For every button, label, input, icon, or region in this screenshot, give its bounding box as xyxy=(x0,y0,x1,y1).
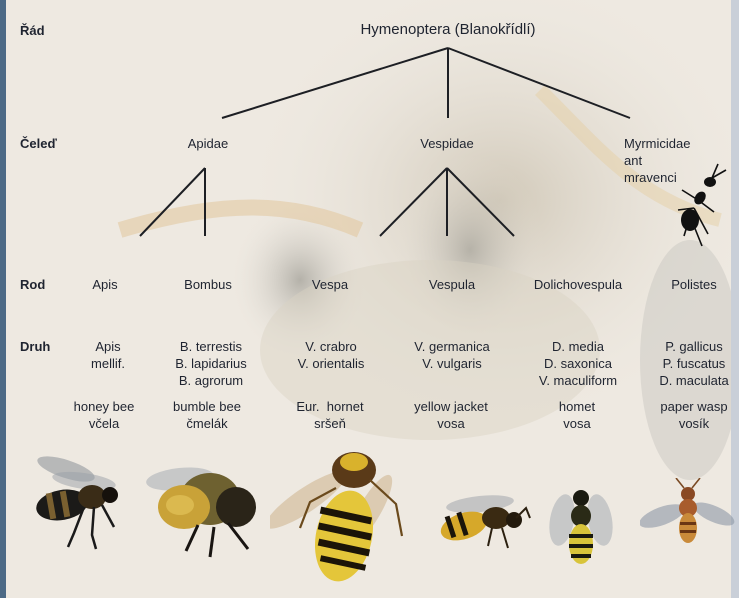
common-name-bombus: bumble bee čmelák xyxy=(173,398,241,432)
aerial-yellowjacket-icon xyxy=(548,486,614,570)
rank-family-label: Čeleď xyxy=(20,135,57,152)
species-line: D. maculata xyxy=(659,372,728,389)
common-name-english: homet xyxy=(559,398,595,415)
rank-order-label: Řád xyxy=(20,22,45,39)
paper-wasp-icon xyxy=(640,478,736,548)
family-vespidae: Vespidae xyxy=(420,135,474,152)
common-name-apis: honey bee včela xyxy=(74,398,135,432)
species-line: V. vulgaris xyxy=(422,355,482,372)
order-name: Hymenoptera (Blanokřídlí) xyxy=(360,21,535,38)
common-name-polistes: paper wasp vosík xyxy=(660,398,727,432)
genus-vespa: Vespa xyxy=(312,276,348,293)
species-line: V. germanica xyxy=(414,338,489,355)
family-myrmicidae-english: ant xyxy=(624,152,642,169)
species-polistes: P. gallicus P. fuscatus D. maculata xyxy=(659,338,728,389)
genus-dolichovespula: Dolichovespula xyxy=(534,276,622,293)
common-name-czech: čmelák xyxy=(186,415,227,432)
genus-apis: Apis xyxy=(92,276,117,293)
species-line: V. orientalis xyxy=(298,355,365,372)
common-name-vespula: yellow jacket vosa xyxy=(414,398,488,432)
species-vespula: V. germanica V. vulgaris xyxy=(414,338,489,372)
species-bombus: B. terrestis B. lapidarius B. agrorum xyxy=(175,338,247,389)
genus-bombus: Bombus xyxy=(184,276,232,293)
species-line: V. maculiform xyxy=(539,372,617,389)
common-name-czech: vosík xyxy=(679,415,709,432)
species-line: Apis xyxy=(95,338,120,355)
rank-species-label: Druh xyxy=(20,338,50,355)
common-name-czech: včela xyxy=(89,415,119,432)
species-vespa: V. crabro V. orientalis xyxy=(298,338,365,372)
common-name-czech: vosa xyxy=(437,415,464,432)
common-name-english: bumble bee xyxy=(173,398,241,415)
ant-icon xyxy=(668,160,732,250)
common-name-dolichovespula: homet vosa xyxy=(559,398,595,432)
family-myrmicidae-name: Myrmicidae xyxy=(624,135,690,152)
rank-genus-label: Rod xyxy=(20,276,45,293)
species-line: B. terrestis xyxy=(180,338,242,355)
species-line: V. crabro xyxy=(305,338,357,355)
common-name-english: honey bee xyxy=(74,398,135,415)
species-line: D. media xyxy=(552,338,604,355)
common-name-english: yellow jacket xyxy=(414,398,488,415)
common-name-vespa: Eur. hornet sršeň xyxy=(296,398,363,432)
yellow-jacket-icon xyxy=(430,488,534,560)
genus-vespula: Vespula xyxy=(429,276,475,293)
species-line: mellif. xyxy=(91,355,125,372)
species-line: D. saxonica xyxy=(544,355,612,372)
species-line: B. lapidarius xyxy=(175,355,247,372)
common-name-czech: sršeň xyxy=(314,415,346,432)
species-line: B. agrorum xyxy=(179,372,243,389)
common-name-english: Eur. hornet xyxy=(296,398,363,415)
hornet-icon xyxy=(270,440,410,590)
family-apidae: Apidae xyxy=(188,135,228,152)
genus-polistes: Polistes xyxy=(671,276,717,293)
species-dolichovespula: D. media D. saxonica V. maculiform xyxy=(539,338,617,389)
bumble-bee-icon xyxy=(140,455,272,565)
species-apis: Apis mellif. xyxy=(91,338,125,372)
honey-bee-icon xyxy=(22,455,134,555)
species-line: P. fuscatus xyxy=(663,355,726,372)
common-name-czech: vosa xyxy=(563,415,590,432)
common-name-english: paper wasp xyxy=(660,398,727,415)
species-line: P. gallicus xyxy=(665,338,723,355)
